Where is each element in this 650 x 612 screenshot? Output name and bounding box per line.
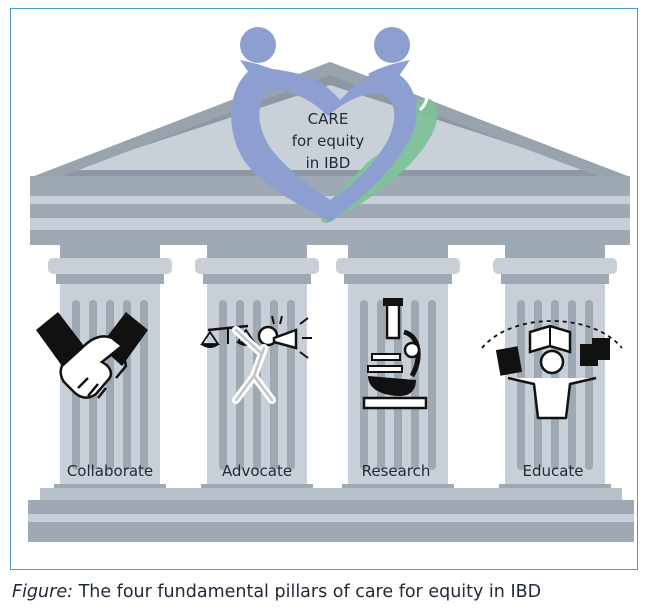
pillar-labels: Collaborate Advocate Research Educate: [67, 462, 584, 480]
pillar-label-educate: Educate: [522, 462, 583, 480]
pillar-label-collaborate: Collaborate: [67, 462, 153, 480]
temple-roof: [32, 62, 630, 177]
emblem-line-3: in IBD: [306, 154, 351, 172]
emblem-line-1: CARE: [308, 110, 349, 128]
temple-base: [28, 488, 634, 542]
pillar-label-research: Research: [362, 462, 431, 480]
heart-figures-icon: [231, 68, 417, 223]
pillar-capital: [493, 258, 617, 274]
figure-right-head-icon: [374, 27, 410, 63]
pillar-capital: [48, 258, 172, 274]
microscope-icon: [362, 298, 428, 410]
pillar-capital: [336, 258, 460, 274]
educate-icon: [481, 320, 623, 420]
figure-left-head-icon: [240, 27, 276, 63]
pillar-label-advocate: Advocate: [222, 462, 292, 480]
caption-text: The four fundamental pillars of care for…: [73, 582, 542, 602]
care-emblem: CARE for equity in IBD: [231, 27, 438, 224]
caption-label: Figure:: [12, 582, 73, 602]
emblem-line-2: for equity: [292, 132, 365, 150]
advocate-icon: [200, 315, 312, 404]
figure-caption: Figure: The four fundamental pillars of …: [12, 582, 642, 602]
pillars: [48, 245, 617, 490]
pillar-capital: [195, 258, 319, 274]
handshake-icon: [36, 312, 148, 399]
temple-diagram: CARE for equity in IBD: [28, 27, 634, 542]
